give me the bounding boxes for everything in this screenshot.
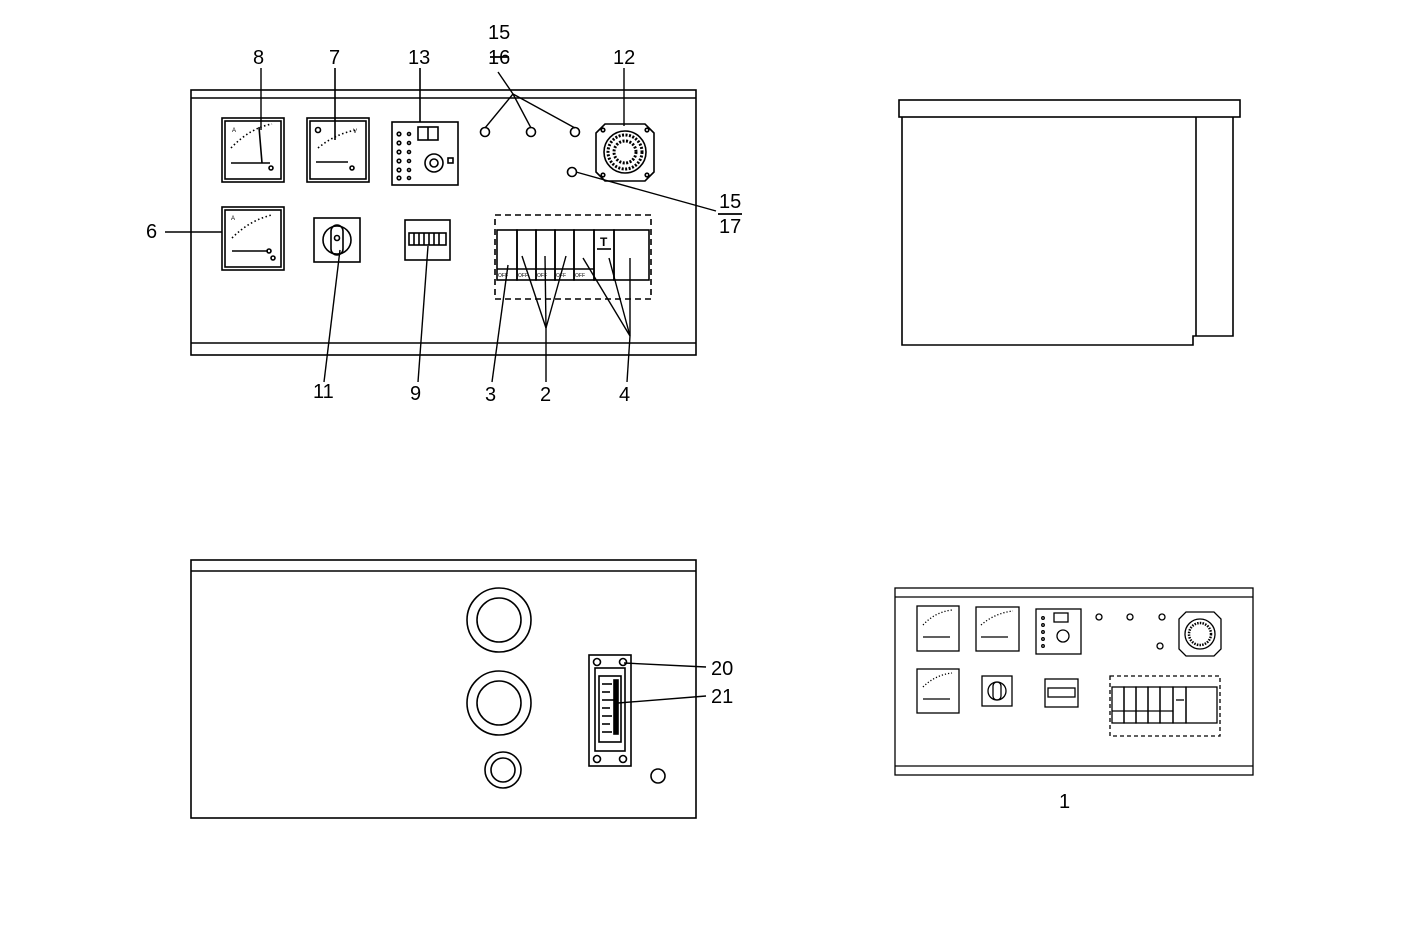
lamp-15-16-b xyxy=(525,126,537,138)
breaker-2b-off: OFF xyxy=(537,273,547,279)
breaker-4a-off: OFF xyxy=(575,273,585,279)
callout-3: 3 xyxy=(485,384,496,406)
callout-21: 21 xyxy=(711,686,733,708)
rear-hole xyxy=(650,768,666,784)
callout-7: 7 xyxy=(329,47,340,69)
small-front-view xyxy=(894,587,1254,776)
ammeter-8-label: A xyxy=(232,128,236,134)
callouts: 8 7 13 15 16 12 6 15 17 11 9 3 2 4 20 21… xyxy=(146,22,1070,813)
callout-15-16-denominator: 16 xyxy=(488,47,510,69)
cable-gland-large-1 xyxy=(466,587,532,653)
callout-12: 12 xyxy=(613,47,635,69)
callout-13: 13 xyxy=(408,47,430,69)
leader-lines xyxy=(165,56,742,704)
level-indicator-21 xyxy=(588,654,632,767)
voltmeter-7-label: V xyxy=(353,129,357,135)
side-view xyxy=(898,99,1241,346)
front-panel-outline xyxy=(190,89,697,356)
callout-11: 11 xyxy=(313,381,334,403)
callout-4: 4 xyxy=(619,384,630,406)
callout-1: 1 xyxy=(1059,791,1070,813)
breaker-2a-off: OFF xyxy=(518,273,528,279)
front-panel-view: A V xyxy=(190,68,697,356)
ammeter-6: A xyxy=(221,206,285,271)
callout-9: 9 xyxy=(410,383,421,405)
callout-6: 6 xyxy=(146,221,157,243)
callout-15-16-numerator: 15 xyxy=(488,22,510,44)
callout-2: 2 xyxy=(540,384,551,406)
callout-20: 20 xyxy=(711,658,733,680)
breaker-block: OFF OFF OFF OFF OFF T xyxy=(494,214,652,300)
horn-12 xyxy=(595,123,655,182)
rear-view xyxy=(190,559,697,819)
lamp-15-17 xyxy=(566,166,578,178)
breaker-t-label: T xyxy=(600,235,608,249)
lamp-15-16-a xyxy=(479,126,491,138)
lamp-15-16-c xyxy=(569,126,581,138)
voltmeter-7: V xyxy=(306,68,370,183)
callout-15-17-numerator: 15 xyxy=(719,191,741,213)
callout-15-17-denominator: 17 xyxy=(719,216,741,238)
rotary-switch-11 xyxy=(313,217,361,263)
ammeter-8: A xyxy=(221,117,285,183)
breaker-3-off: OFF xyxy=(498,273,508,279)
ammeter-6-label: A xyxy=(231,216,235,222)
callout-8: 8 xyxy=(253,47,264,69)
cable-gland-large-2 xyxy=(466,670,532,736)
cable-gland-small xyxy=(484,751,522,789)
control-module-13 xyxy=(391,68,459,186)
hour-counter-9 xyxy=(404,219,451,261)
